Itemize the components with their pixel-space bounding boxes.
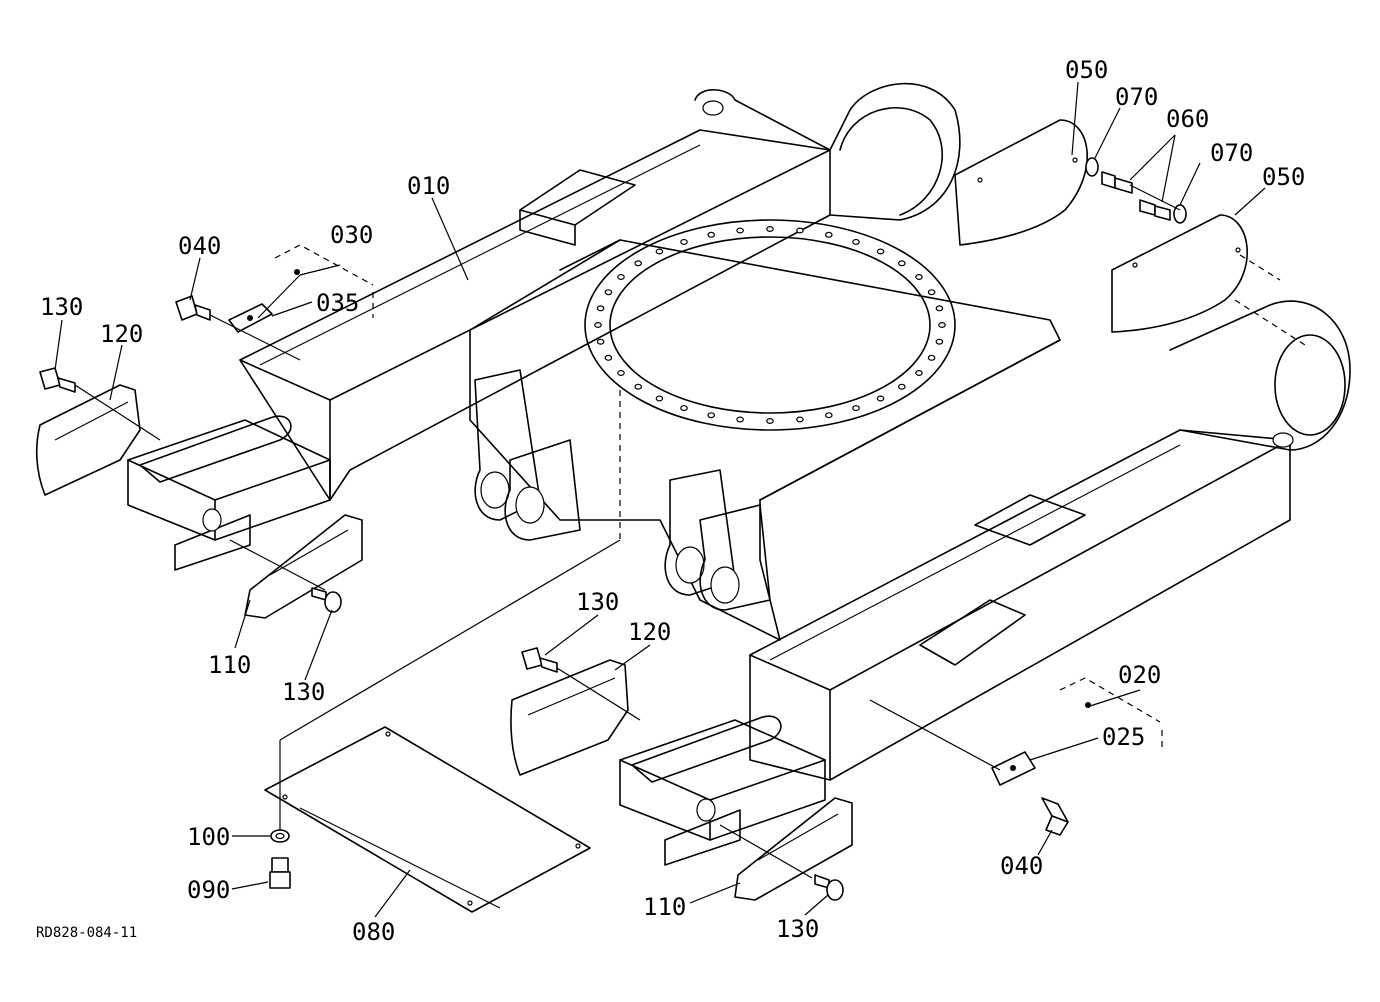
swing-circle-bolt-holes bbox=[594, 226, 946, 425]
label-025: 025 bbox=[1102, 723, 1145, 751]
washer-100 bbox=[270, 829, 290, 843]
plate-025 bbox=[991, 751, 1036, 786]
bolt-hole bbox=[707, 231, 716, 238]
bolt-hole bbox=[604, 289, 613, 296]
bolt-hole bbox=[736, 416, 744, 423]
label-050-right: 050 bbox=[1262, 163, 1305, 191]
bolt-hole bbox=[876, 395, 885, 402]
label-050-left: 050 bbox=[1065, 56, 1108, 84]
label-120-right: 120 bbox=[628, 618, 671, 646]
cover-050-left bbox=[954, 119, 1088, 246]
label-070-right: 070 bbox=[1210, 139, 1253, 167]
label-130-d: 130 bbox=[776, 915, 819, 943]
under-cover-080 bbox=[264, 726, 591, 913]
bolt-hole bbox=[915, 274, 923, 281]
bolt-hole bbox=[766, 418, 774, 425]
label-010: 010 bbox=[407, 172, 450, 200]
bolt-hole bbox=[824, 231, 833, 238]
label-080: 080 bbox=[352, 918, 395, 946]
label-130-a: 130 bbox=[40, 293, 83, 321]
bolt-hole bbox=[796, 227, 804, 234]
label-070-left: 070 bbox=[1115, 83, 1158, 111]
washer-070-left bbox=[1085, 157, 1099, 177]
bolt-hole bbox=[604, 354, 613, 361]
bolt-hole bbox=[938, 322, 946, 329]
label-110-right: 110 bbox=[643, 893, 686, 921]
bolt-hole bbox=[655, 395, 664, 402]
leader-lines bbox=[54, 81, 1266, 918]
bolt-040-right bbox=[1041, 797, 1069, 836]
bolt-hole bbox=[796, 416, 804, 423]
bracket-120-right bbox=[510, 659, 629, 776]
bolt-hole bbox=[707, 412, 716, 419]
bolt-040-left bbox=[175, 295, 211, 321]
bolt-060-left bbox=[1101, 171, 1133, 194]
bolt-hole bbox=[927, 289, 936, 296]
bolt-hole bbox=[617, 274, 625, 281]
bolt-hole bbox=[852, 238, 860, 245]
bolt-090 bbox=[269, 857, 291, 889]
bolt-hole bbox=[897, 260, 906, 267]
label-090: 090 bbox=[187, 876, 230, 904]
set-020-dot bbox=[1085, 702, 1091, 708]
label-030: 030 bbox=[330, 221, 373, 249]
bolt-hole bbox=[736, 227, 744, 234]
bolt-hole bbox=[876, 248, 885, 255]
bolt-hole bbox=[766, 226, 774, 233]
label-130-b: 130 bbox=[282, 678, 325, 706]
drawing-ref: RD828-084-11 bbox=[36, 925, 137, 941]
bracket-120-left bbox=[35, 384, 141, 496]
assembly-dashed-lines bbox=[274, 244, 1306, 750]
bolt-hole bbox=[617, 370, 625, 377]
bolt-hole bbox=[680, 405, 688, 412]
label-040-left: 040 bbox=[178, 232, 221, 260]
bolt-130-a bbox=[39, 367, 76, 393]
bolt-130-d bbox=[814, 874, 844, 901]
set-030-dot bbox=[294, 269, 300, 275]
bolt-hole bbox=[897, 383, 906, 390]
bolt-hole bbox=[915, 370, 923, 377]
cover-050-right bbox=[1111, 214, 1248, 333]
label-110-left: 110 bbox=[208, 651, 251, 679]
label-035: 035 bbox=[316, 289, 359, 317]
bolt-hole bbox=[927, 354, 936, 361]
track-frame bbox=[127, 82, 1351, 866]
guide-110-right bbox=[734, 797, 853, 901]
bolt-hole bbox=[594, 322, 602, 329]
guide-110-left bbox=[244, 514, 363, 619]
bolt-hole bbox=[935, 305, 944, 312]
bolt-130-b bbox=[311, 587, 342, 613]
bolt-hole bbox=[655, 248, 664, 255]
bolt-130-c bbox=[521, 647, 558, 673]
bolt-hole bbox=[634, 383, 643, 390]
bolt-hole bbox=[935, 338, 944, 345]
bolt-hole bbox=[596, 338, 605, 345]
label-100: 100 bbox=[187, 823, 230, 851]
label-120-left: 120 bbox=[100, 320, 143, 348]
bolt-hole bbox=[634, 260, 643, 267]
bolt-hole bbox=[680, 238, 688, 245]
label-040-right: 040 bbox=[1000, 852, 1043, 880]
bolt-hole bbox=[824, 412, 833, 419]
bolt-060-right bbox=[1139, 199, 1171, 221]
label-020: 020 bbox=[1118, 661, 1161, 689]
part-labels: 010 020 025 030 035 040 040 050 050 060 … bbox=[36, 56, 1305, 946]
bolt-hole bbox=[852, 405, 860, 412]
label-130-c: 130 bbox=[576, 588, 619, 616]
bolt-hole bbox=[596, 305, 605, 312]
label-060: 060 bbox=[1166, 105, 1209, 133]
